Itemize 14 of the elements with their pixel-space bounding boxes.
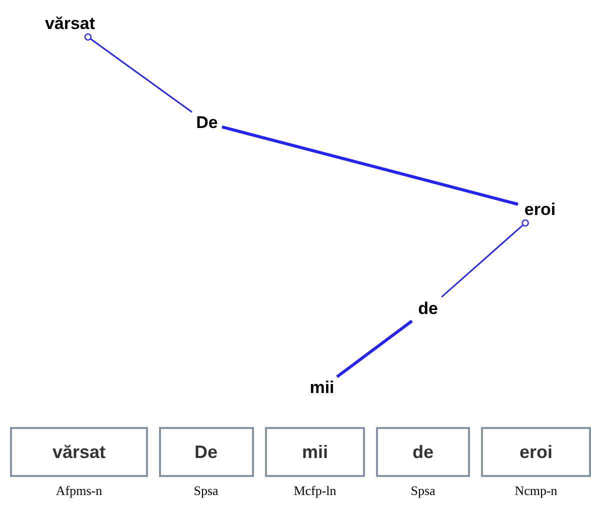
- word-box: vărsat: [10, 427, 148, 477]
- tree-word: de: [412, 297, 444, 321]
- word-box: mii: [265, 427, 365, 477]
- dependency-line: [336, 320, 413, 378]
- dependency-line: [222, 125, 518, 206]
- tree-word: mii: [307, 376, 337, 400]
- tree-word: eroi: [518, 197, 562, 223]
- dependency-line: [84, 33, 192, 113]
- word-box: De: [158, 427, 254, 477]
- tree-word: vărsat: [37, 11, 103, 37]
- word-box: eroi: [481, 427, 591, 477]
- dependency-line: [441, 219, 529, 298]
- tree-word: De: [192, 111, 222, 135]
- word-box: de: [376, 427, 470, 477]
